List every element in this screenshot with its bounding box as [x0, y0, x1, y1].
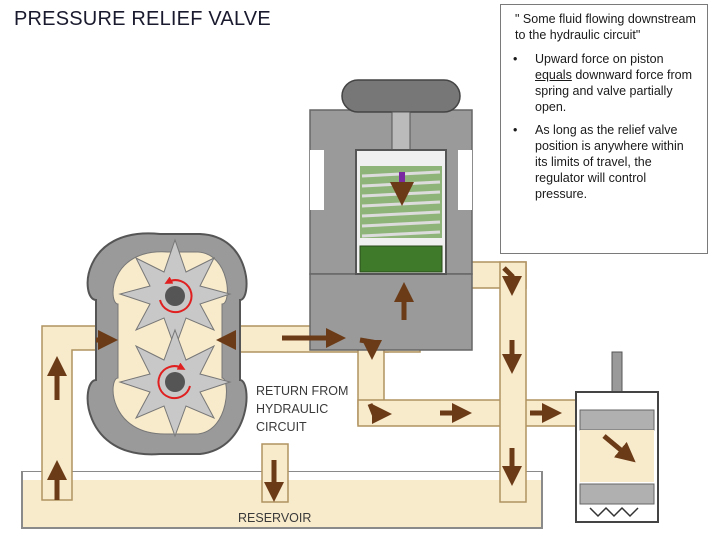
bullet-2-text: As long as the relief valve position is …	[535, 123, 684, 201]
upper-gear	[118, 238, 232, 350]
lower-gear	[118, 328, 232, 438]
return-label-line1: RETURN FROM	[256, 384, 348, 398]
bullet-dot: •	[513, 123, 518, 137]
bullet-1-underlined: equals	[535, 68, 572, 82]
info-bullet-2: • As long as the relief valve position i…	[509, 122, 699, 202]
return-label-line3: CIRCUIT	[256, 420, 307, 434]
bullet-1-text-a: Upward force on piston	[535, 52, 664, 66]
bullet-1-text-b: downward force from spring and valve par…	[535, 68, 693, 114]
info-box: " Some fluid flowing downstream to the h…	[500, 4, 708, 254]
gear-pump	[86, 232, 248, 456]
bullet-dot: •	[513, 52, 518, 66]
info-quote: " Some fluid flowing downstream to the h…	[515, 12, 696, 42]
piston	[359, 245, 443, 273]
adjustment-knob	[341, 79, 461, 113]
slide-title: PRESSURE RELIEF VALVE	[14, 8, 271, 30]
return-label-line2: HYDRAULIC	[256, 402, 328, 416]
hydraulic-cylinder	[575, 351, 659, 523]
flow-arrows	[47, 266, 636, 502]
reservoir-label: RESERVOIR	[238, 511, 311, 525]
info-bullet-1: • Upward force on piston equals downward…	[509, 51, 699, 115]
relief-valve-body	[309, 79, 473, 351]
